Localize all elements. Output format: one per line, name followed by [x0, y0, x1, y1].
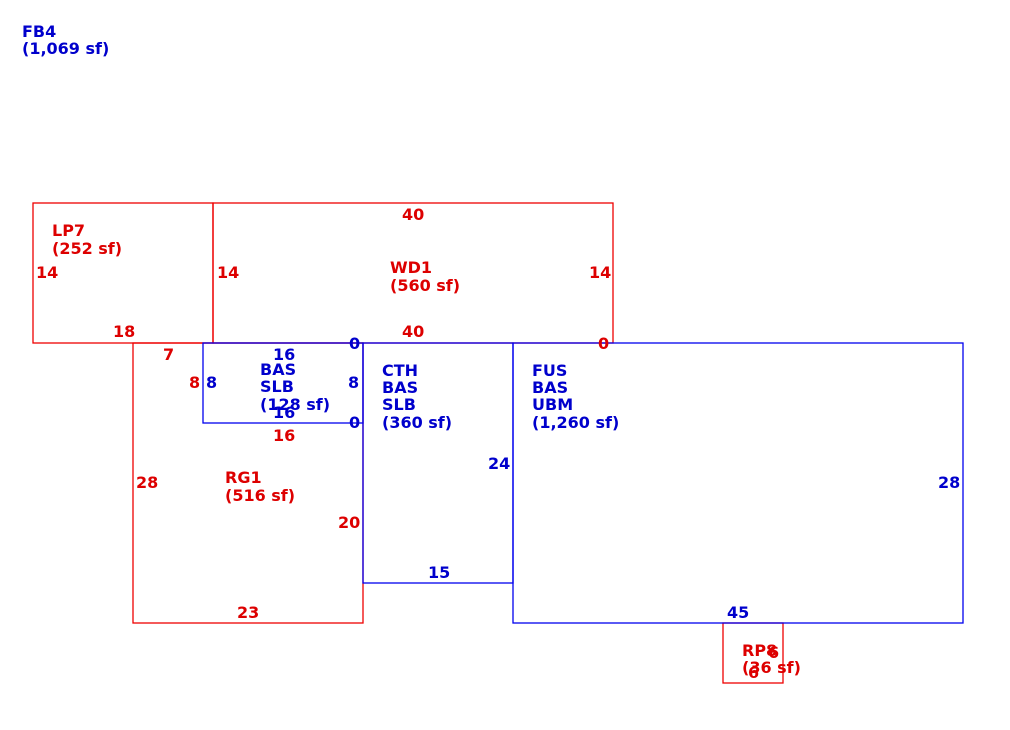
- rg1-dim-inner-left: 8: [189, 373, 200, 392]
- lp7-area: (252 sf): [52, 239, 122, 258]
- bas-small-dim-left: 8: [206, 373, 217, 392]
- wd1-dim-bottom: 40: [402, 322, 424, 341]
- cth-dim-right: 24: [488, 454, 510, 473]
- cth-area: (360 sf): [382, 413, 452, 432]
- rg1-dim-bottom: 23: [237, 603, 259, 622]
- fus-type2: UBM: [532, 395, 573, 414]
- lp7-dim-bottom: 18: [113, 322, 135, 341]
- fus-type1: BAS: [532, 378, 568, 397]
- fus-outline: [512, 342, 964, 624]
- bas-small-dim-corner-top: 0: [349, 334, 360, 353]
- bas-small-dim-top: 16: [273, 345, 295, 364]
- bas-small-code: BAS: [260, 360, 296, 379]
- bas-small-dim-corner-bottom: 0: [349, 413, 360, 432]
- rp8-code: RP8: [742, 641, 777, 660]
- wd1-dim-corner: 0: [598, 334, 609, 353]
- rp8-area: (36 sf): [742, 658, 801, 677]
- sketch-code: FB4: [22, 22, 56, 41]
- rg1-code: RG1: [225, 468, 262, 487]
- bas-small-dim-bottom: 16: [273, 403, 295, 422]
- fus-dim-bottom: 45: [727, 603, 749, 622]
- cth-code: CTH: [382, 361, 418, 380]
- rg1-dim-inner-bottom: 16: [273, 426, 295, 445]
- rg1-dim-right: 20: [338, 513, 360, 532]
- fus-dim-right: 28: [938, 473, 960, 492]
- bas-small-dim-right: 8: [348, 373, 359, 392]
- fus-code: FUS: [532, 361, 567, 380]
- bas-small-area: (128 sf): [260, 395, 330, 414]
- wd1-area: (560 sf): [390, 276, 460, 295]
- rp8-dim-bottom: 6: [748, 663, 759, 682]
- wd1-code: WD1: [390, 258, 432, 277]
- bas-small-type: SLB: [260, 377, 294, 396]
- sketch-total-area: (1,069 sf): [22, 39, 109, 58]
- lp7-dim-right: 14: [217, 263, 239, 282]
- rp8-dim-right: 6: [768, 643, 779, 662]
- wd1-dim-top: 40: [402, 205, 424, 224]
- cth-dim-bottom: 15: [428, 563, 450, 582]
- rg1-dim-top: 7: [163, 345, 174, 364]
- wd1-dim-right: 14: [589, 263, 611, 282]
- cth-type2: SLB: [382, 395, 416, 414]
- lp7-code: LP7: [52, 221, 85, 240]
- rg1-dim-left: 28: [136, 473, 158, 492]
- cth-type1: BAS: [382, 378, 418, 397]
- lp7-dim-left: 14: [36, 263, 58, 282]
- rg1-area: (516 sf): [225, 486, 295, 505]
- fus-area: (1,260 sf): [532, 413, 619, 432]
